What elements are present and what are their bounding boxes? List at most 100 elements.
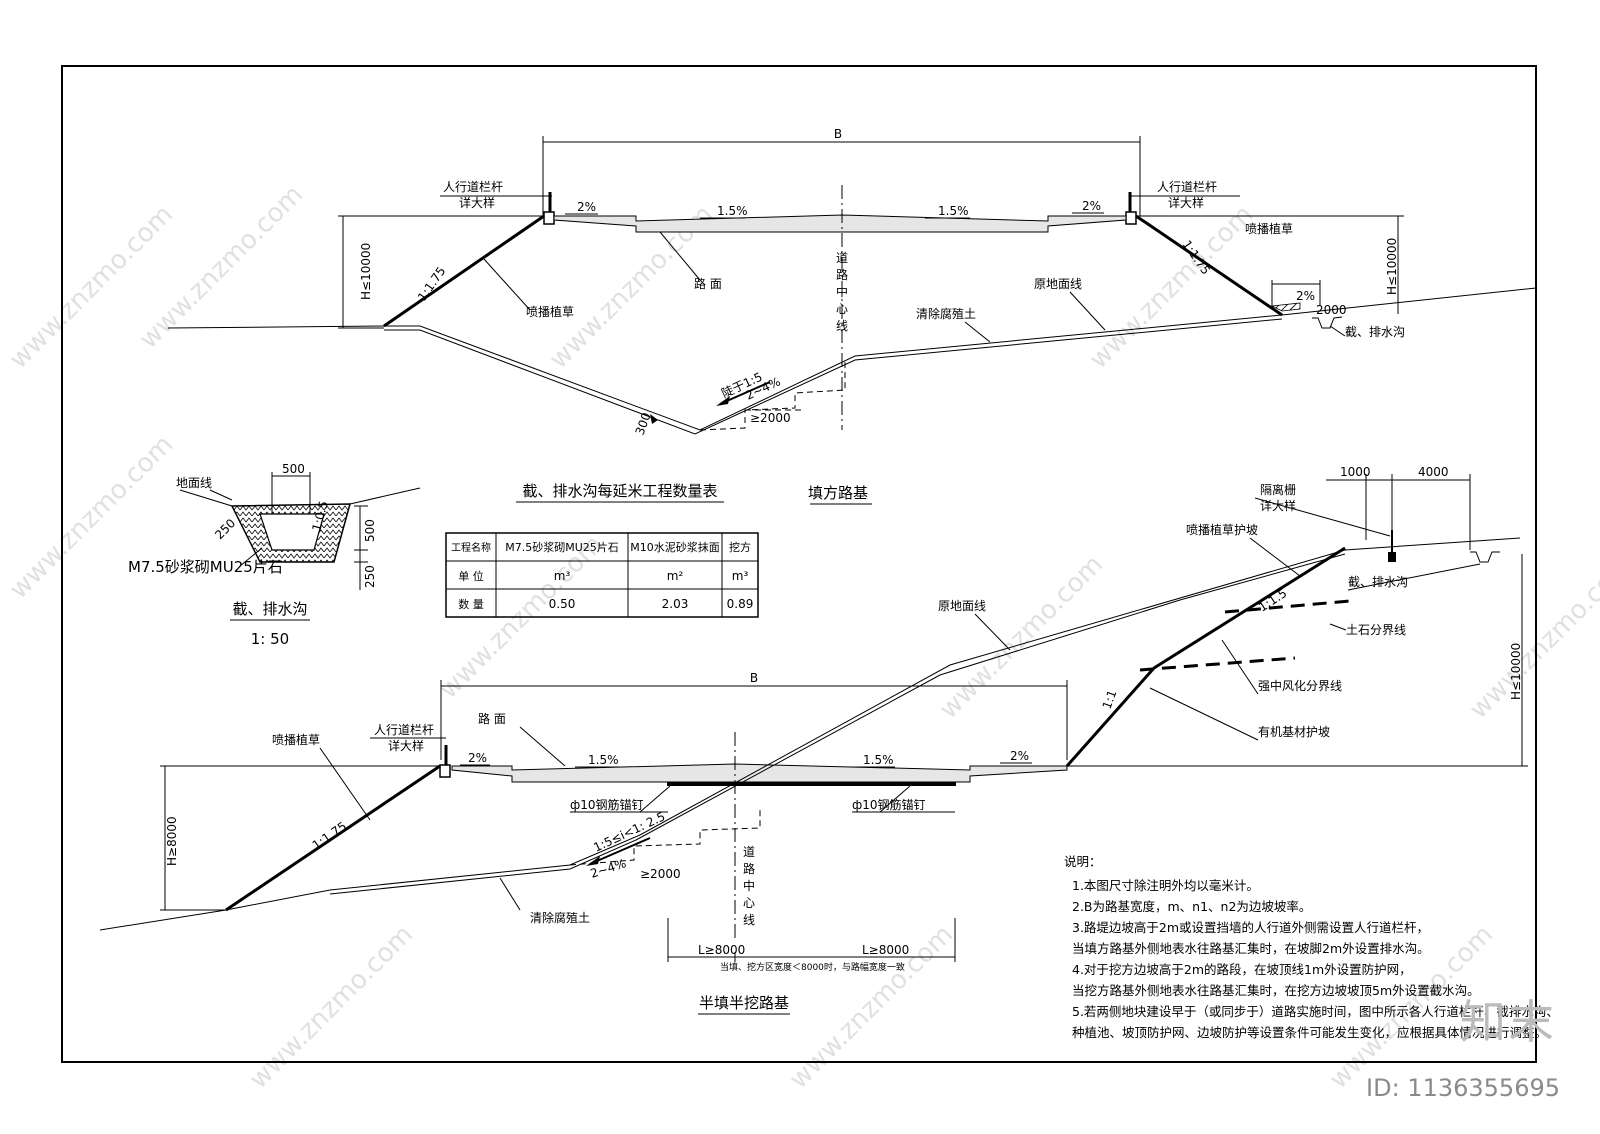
railing-detail-left: 详大样 [459,195,495,210]
fence-label: 隔离栅 [1260,482,1296,497]
spray-grass-half: 喷播植草 [272,732,320,747]
ditch-symbol-right [1312,316,1343,329]
thick-250: 250 [212,516,238,542]
svg-text:心: 心 [743,896,755,910]
centerline-label: 道 路 中 心 线 [836,251,848,333]
table-header: 挖方 [729,540,751,554]
drawing-frame [61,65,1537,1063]
step-width-half: ≥2000 [640,867,681,881]
note-line: 当填方路基外侧地表水往路基汇集时，在坡脚2m外设置排水沟。 [1072,941,1430,956]
quantity-table: 截、排水沟每延米工程数量表 工程名称 M7.5砂浆砌MU25片石 M10水泥砂浆… [445,482,759,618]
table-header: 工程名称 [451,541,491,554]
organic-label: 有机基材护坡 [1258,725,1330,739]
svg-text:心: 心 [836,302,848,316]
slope-2pct-left: 2% [577,200,596,214]
note-line: 当挖方路基外侧地表水往路基汇集时，在挖方边坡坡顶5m外设置截水沟。 [1072,983,1480,998]
railing-detail-right: 详大样 [1168,195,1204,210]
fill-section: B [167,127,1537,505]
clear-humus-half: 清除腐殖土 [530,910,590,925]
ditch-label-fill: 截、排水沟 [1345,325,1405,339]
half-section-title: 半填半挖路基 [699,994,789,1012]
fill-slope-right [1135,214,1283,317]
spray-grass-right: 喷播植草 [1245,221,1293,236]
pavement-label: 路 面 [694,276,722,291]
ditch-label-half: 截、排水沟 [1348,575,1408,589]
watermark-layer: www.znzmo.com www.znzmo.com www.znzmo.co… [4,180,1600,1095]
anchor-label-left: ф10钢筋锚钉 [570,797,644,812]
slope-15pct-left: 1.5% [717,204,748,218]
original-ground-label: 原地面线 [1034,277,1082,291]
pavement-label-half: 路 面 [478,711,506,726]
ratio-1-1.5: 1:1.5 [1256,586,1289,614]
ditch-detail: 地面线 500 250 1:0.5 500 250 M7.5砂浆砌MU25片石 … [128,462,421,648]
note-line: 2.B为路基宽度，m、n1、n2为边坡坡率。 [1072,899,1311,914]
svg-text:线: 线 [836,319,848,333]
material-label: M7.5砂浆砌MU25片石 [128,558,283,576]
dim-2000: 2000 [1316,303,1347,317]
railing-detail-half: 详大样 [388,738,424,753]
spray-grass-left: 喷播植草 [526,304,574,319]
watermark-text: www.znzmo.com [4,430,179,605]
slope-2pct-half-right: 2% [1010,749,1029,763]
fence-detail: 详大样 [1260,498,1296,513]
ditch-detail-scale: 1: 50 [251,630,289,648]
railing-post-right [1125,211,1137,225]
toe-2pct: 2% [1296,289,1315,303]
slope-15pct-half-left: 1.5% [588,753,619,767]
svg-text:中: 中 [836,284,848,299]
table-header: M7.5砂浆砌MU25片石 [505,540,619,554]
fill-height-label: H≥8000 [165,816,179,866]
table-cell: 单 位 [458,569,484,583]
dim-1000: 1000 [1340,465,1371,479]
svg-text:道: 道 [743,845,755,859]
soil-rock-label: 土石分界线 [1346,623,1406,637]
watermark-text: www.znzmo.com [934,550,1109,725]
dim-4000: 4000 [1418,465,1449,479]
height-label-right: H≤10000 [1385,238,1399,295]
slope-15pct-right: 1.5% [938,204,969,218]
l-right-label: L≥8000 [862,943,909,957]
ground-line-label: 地面线 [176,476,212,490]
l-left-label: L≥8000 [698,943,745,957]
svg-text:路: 路 [836,267,848,282]
clear-humus-label: 清除腐殖土 [916,306,976,321]
table-header: M10水泥砂浆抹面 [630,540,720,554]
note-line: 4.对于挖方边坡高于2m的路段，在坡顶线1m外设置防护网， [1072,962,1412,977]
slope-15pct-half-right: 1.5% [863,753,894,767]
table-cell: 0.50 [549,597,576,611]
table-cell: m³ [732,569,749,583]
slope-2pct-half-left: 2% [468,751,487,765]
table-cell: 0.89 [727,597,754,611]
image-id-label: ID: 1136355695 [1366,1074,1560,1102]
step-width-label: ≥2000 [750,411,791,425]
note-line: 3.路堤边坡高于2m或设置挡墙的人行道外侧需设置人行道栏杆， [1072,920,1429,935]
note-line: 5.若两侧地块建设早于（或同步于）道路实施时间，图中所示各人行道栏杆、截排水沟、 [1072,1004,1559,1019]
table-cell: m³ [554,569,571,583]
svg-text:线: 线 [743,913,755,927]
svg-text:路: 路 [743,861,755,876]
slope-2pct-right: 2% [1082,199,1101,213]
centerline-label-half: 道 路 中 心 线 [743,845,755,927]
width-label-half: B [750,671,758,685]
pavement-layer [553,214,1127,233]
watermark-text: www.znzmo.com [1084,200,1259,375]
brand-logo: 知末 [1460,995,1556,1049]
depth-500: 500 [363,519,377,542]
weathering-label: 强中风化分界线 [1258,678,1342,693]
cut-height-label: H≤10000 [1509,643,1523,700]
bottom-250: 250 [363,565,377,588]
notes: 说明： 1.本图尺寸除注明外均以毫米计。 2.B为路基宽度，m、n1、n2为边坡… [1064,854,1559,1040]
fill-section-title: 填方路基 [808,484,868,502]
l-note: 当填、挖方区宽度＜8000时，与路幅宽度一致 [720,961,905,973]
original-ground-half: 原地面线 [938,599,986,613]
table-title: 截、排水沟每延米工程数量表 [522,482,717,500]
watermark-text: www.znzmo.com [1464,550,1600,725]
spray-grass-protect: 喷播植草护坡 [1186,522,1258,537]
table-cell: 数 量 [458,598,484,611]
table-cell: 2.03 [662,597,689,611]
fill-slope-left [383,214,545,328]
height-label-left: H≤10000 [359,243,373,300]
railing-label-half: 人行道栏杆 [374,722,434,737]
